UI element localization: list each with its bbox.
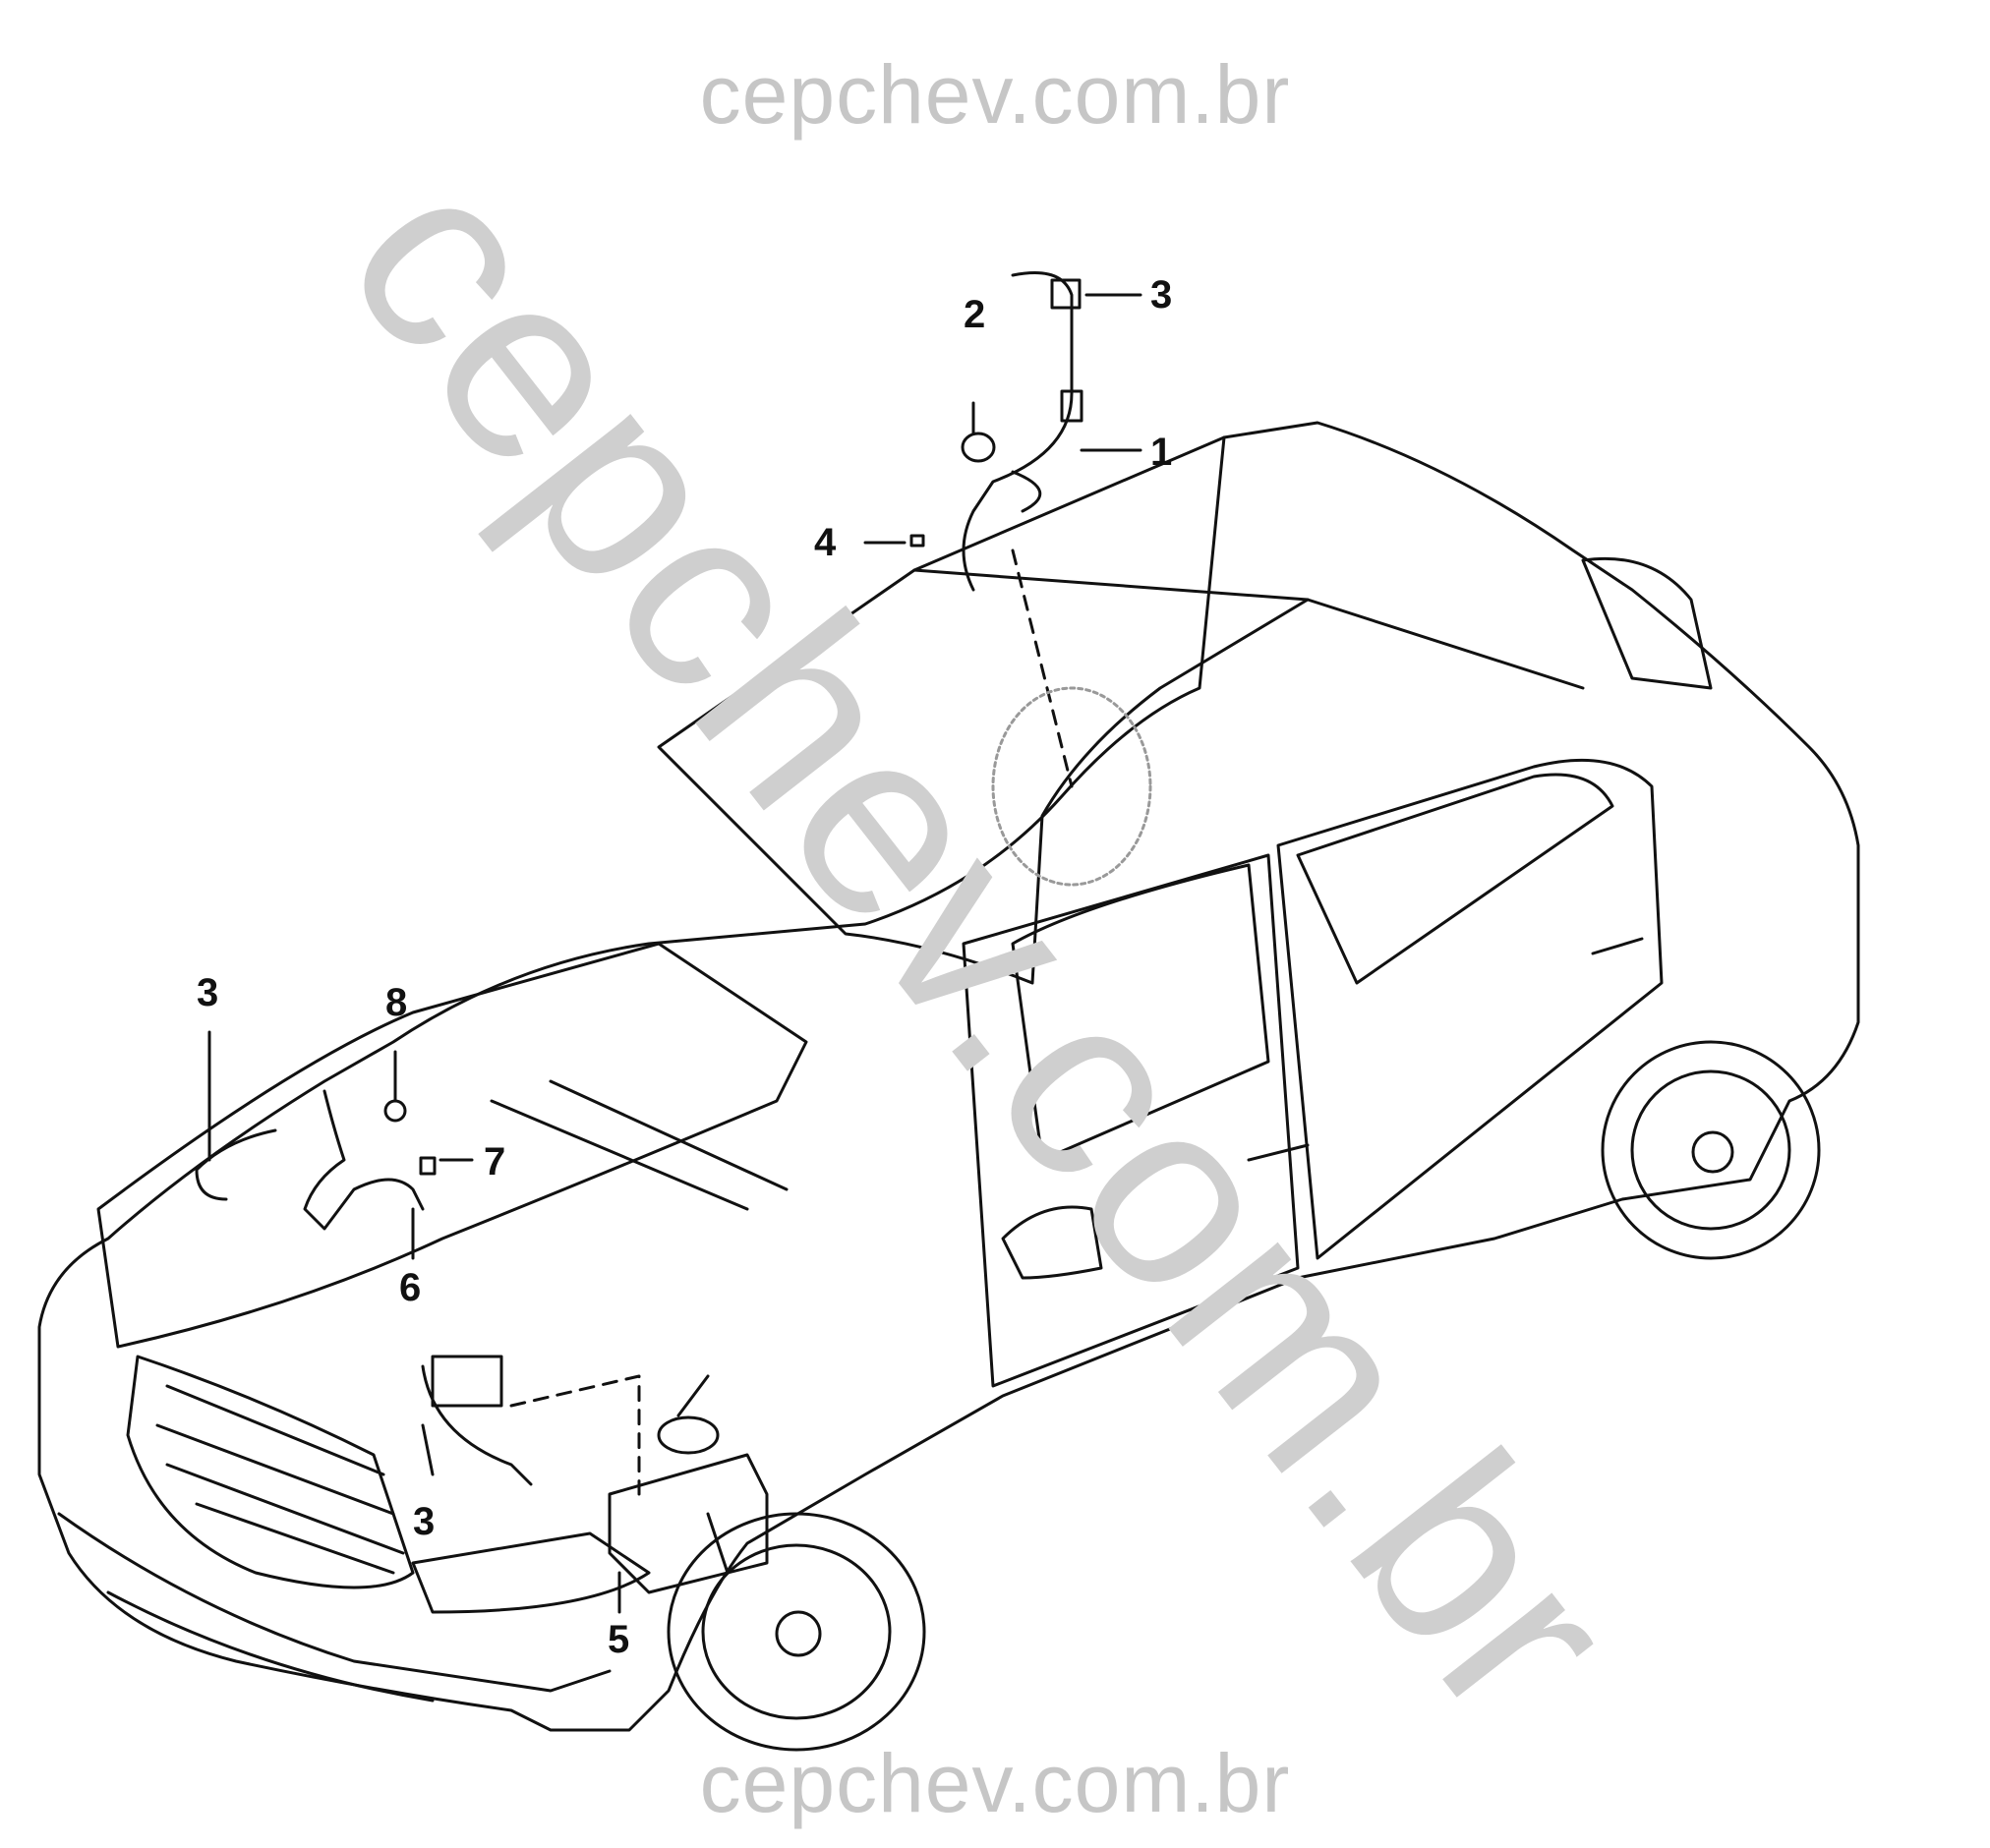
clip-4	[909, 534, 925, 548]
abs-harness	[421, 1364, 533, 1486]
watermark-bottom: cepchev.com.br	[699, 1737, 1291, 1829]
rear-spoiler	[1581, 556, 1713, 690]
car-body-outline	[37, 421, 1860, 1732]
roof-harness	[962, 271, 1074, 592]
callout-5: 5	[608, 1618, 630, 1661]
rear-door	[1276, 758, 1664, 1260]
callout-6: 6	[399, 1266, 422, 1309]
front-window	[1011, 863, 1270, 1162]
rear-window	[1296, 773, 1614, 985]
clip-8	[383, 1099, 407, 1123]
front-bumper	[57, 1512, 612, 1693]
front-harness	[303, 1089, 425, 1231]
hood	[96, 942, 808, 1349]
side-mirror	[1001, 1205, 1103, 1280]
headlight	[411, 1531, 651, 1614]
windshield	[657, 568, 1310, 985]
callout-3: 3	[1150, 273, 1173, 317]
callout-8: 8	[385, 981, 408, 1024]
front-wheel	[667, 1512, 926, 1752]
wiper	[490, 1079, 789, 1211]
rear-wheel	[1601, 1040, 1821, 1260]
callout-3-front: 3	[197, 971, 219, 1014]
clip-2	[961, 432, 996, 463]
grille	[126, 1355, 415, 1589]
callout-7: 7	[484, 1140, 506, 1184]
callout-3-abs: 3	[413, 1500, 436, 1543]
callout-2: 2	[964, 293, 986, 336]
wheel-sensor-ghost	[991, 686, 1152, 887]
clip-7	[419, 1156, 437, 1176]
abs-module	[608, 1453, 769, 1594]
watermark-top: cepchev.com.br	[699, 48, 1291, 141]
callout-1: 1	[1150, 431, 1173, 474]
connector-3-top	[1050, 278, 1082, 310]
callout-4: 4	[814, 521, 837, 564]
roof-line	[912, 435, 1585, 690]
